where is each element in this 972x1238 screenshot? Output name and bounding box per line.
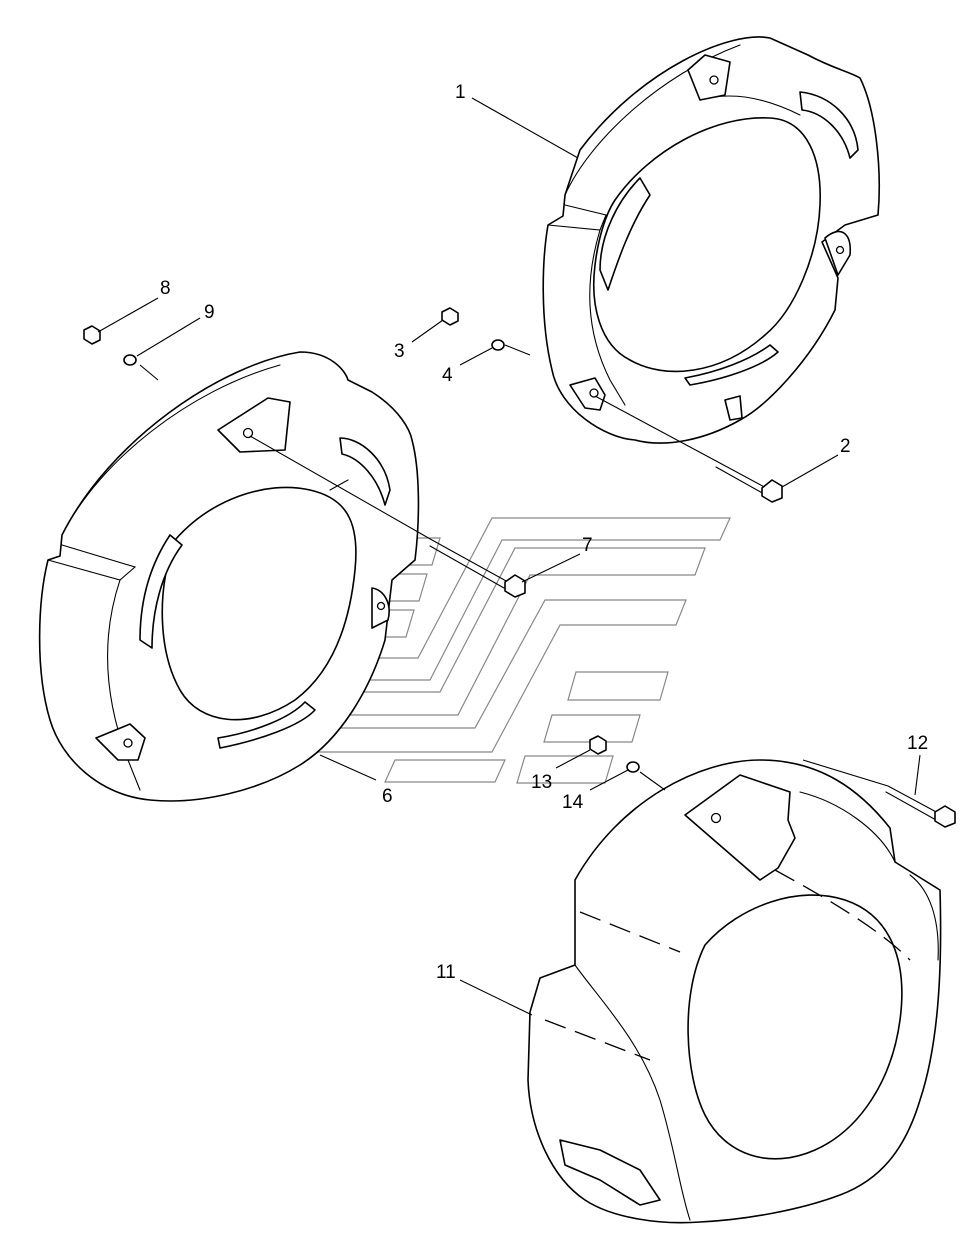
washer-4 xyxy=(491,339,505,351)
wheel-weight-upper xyxy=(542,36,880,444)
nut-13 xyxy=(589,735,607,755)
leader-lines xyxy=(97,97,921,1016)
bolt-2 xyxy=(715,461,783,503)
washer-9 xyxy=(123,354,137,366)
callout-3: 3 xyxy=(394,341,405,362)
washer-14 xyxy=(626,761,640,773)
callout-4: 4 xyxy=(442,365,453,386)
callout-13: 13 xyxy=(531,772,552,793)
callout-8: 8 xyxy=(160,278,171,299)
callout-9: 9 xyxy=(204,302,215,323)
callout-6: 6 xyxy=(382,786,393,807)
wheel-weight-lower xyxy=(527,759,942,1224)
bolt-12 xyxy=(885,785,956,828)
callout-14: 14 xyxy=(562,792,584,813)
callout-11: 11 xyxy=(436,962,456,983)
callout-7: 7 xyxy=(582,535,593,556)
callout-2: 2 xyxy=(840,436,851,457)
bolt-7 xyxy=(429,539,526,598)
nut-8 xyxy=(83,325,101,345)
wheel-weight-left xyxy=(38,351,420,802)
callout-1: 1 xyxy=(455,82,466,103)
callout-12: 12 xyxy=(907,733,928,754)
nut-3 xyxy=(441,307,459,326)
callout-labels: 1 2 3 4 6 7 8 9 11 12 13 14 xyxy=(160,82,928,983)
assembly-centerlines xyxy=(139,344,889,791)
